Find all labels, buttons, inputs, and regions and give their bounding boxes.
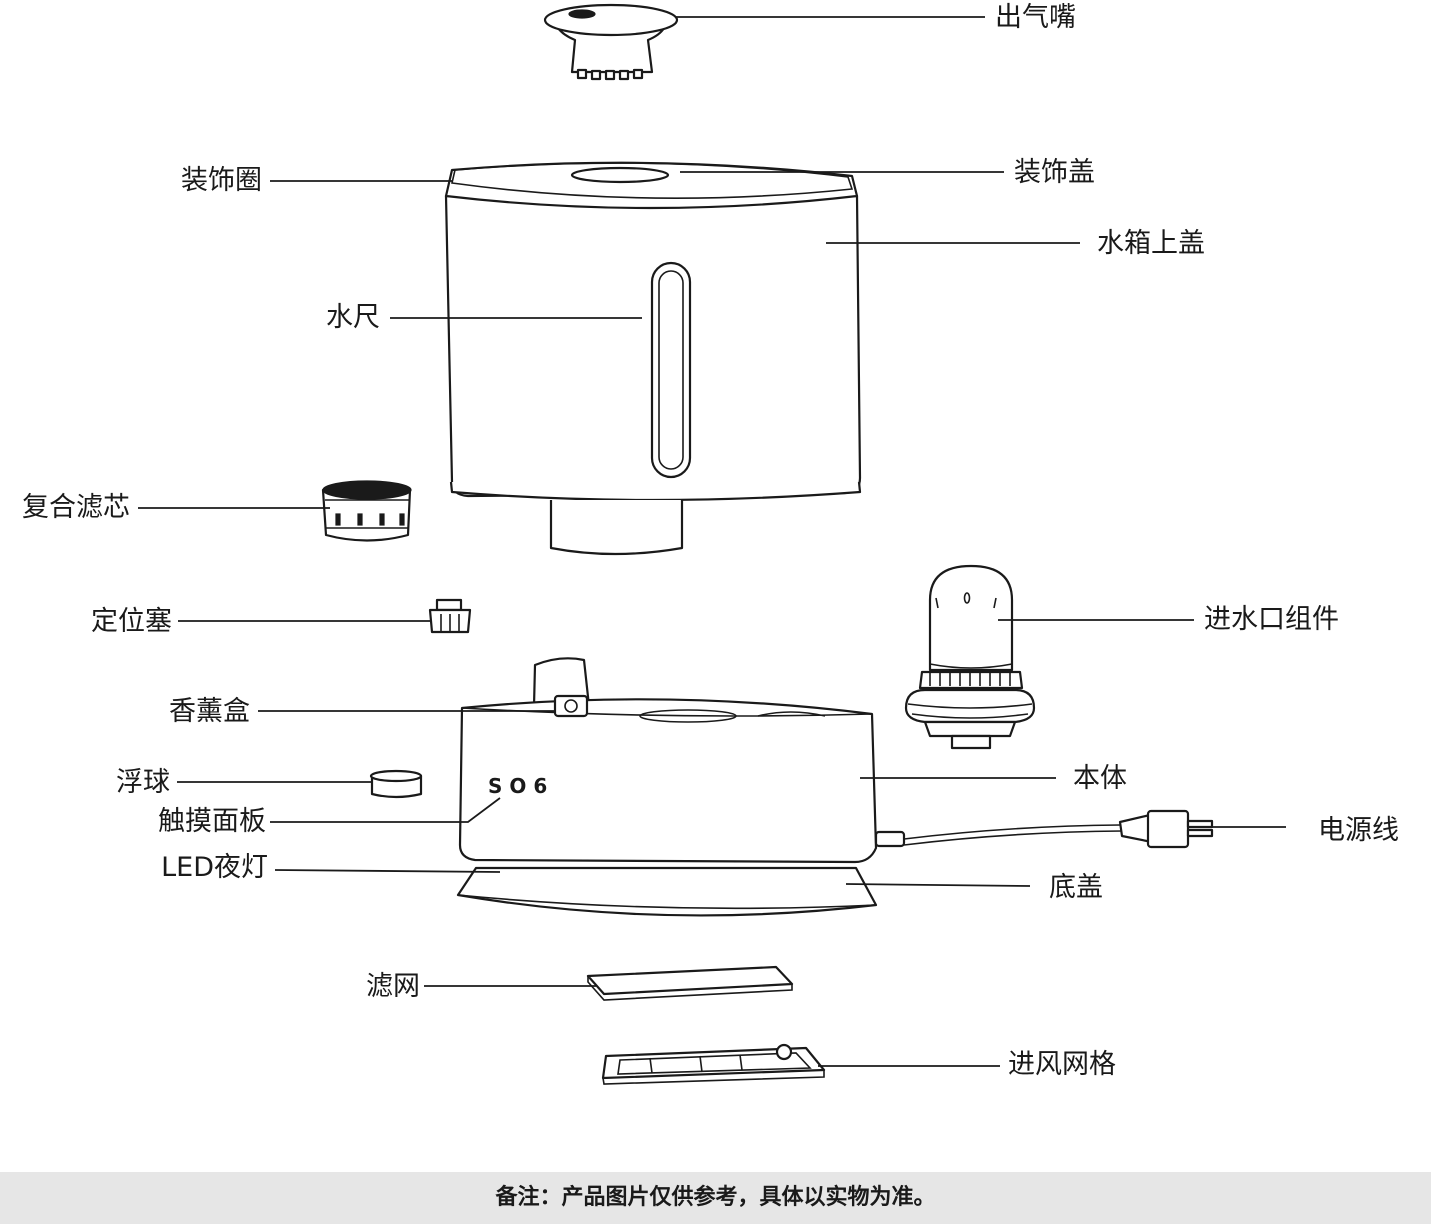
leader-touch-panel (270, 797, 501, 823)
bottom-cover-part (456, 866, 878, 917)
label-outlet-nozzle: 出气嘴 (995, 2, 1076, 33)
label-touch-panel: 触摸面板 (158, 806, 266, 837)
filter-mesh-part (586, 965, 794, 1001)
outlet-nozzle-part (543, 3, 679, 81)
label-tank-top-cover: 水箱上盖 (1097, 228, 1205, 259)
water-tank-part (444, 161, 862, 556)
label-float-ball: 浮球 (116, 767, 170, 798)
label-water-gauge: 水尺 (326, 302, 380, 333)
label-decorative-ring: 装饰圈 (181, 165, 262, 196)
label-led-night-light: LED夜灯 (161, 852, 268, 883)
water-inlet-assembly-part (904, 564, 1036, 750)
label-decorative-cap: 装饰盖 (1014, 157, 1095, 188)
positioning-plug-part (428, 598, 472, 634)
label-main-body: 本体 (1073, 763, 1127, 794)
leader-bottom-cover (845, 883, 1031, 887)
footer-note: 备注：产品图片仅供参考，具体以实物为准。 (495, 1185, 936, 1210)
footer-note-bar: 备注：产品图片仅供参考，具体以实物为准。 (0, 1172, 1431, 1224)
svg-text:S O 6: S O 6 (488, 774, 547, 798)
main-body-part: S O 6 (458, 657, 878, 864)
label-air-inlet-grille: 进风网格 (1008, 1049, 1116, 1080)
label-positioning-plug: 定位塞 (91, 606, 172, 637)
label-filter-mesh: 滤网 (366, 971, 420, 1002)
label-bottom-cover: 底盖 (1049, 872, 1103, 903)
label-water-inlet-assembly: 进水口组件 (1204, 604, 1339, 635)
composite-filter-part (321, 480, 412, 542)
leader-led-night-light (274, 869, 501, 873)
label-power-cord: 电源线 (1318, 815, 1399, 846)
air-inlet-grille-part (601, 1043, 826, 1085)
label-aroma-box: 香薰盒 (169, 696, 250, 727)
float-ball-part (369, 769, 423, 799)
label-composite-filter: 复合滤芯 (22, 492, 130, 523)
power-cord-part (874, 809, 1214, 849)
